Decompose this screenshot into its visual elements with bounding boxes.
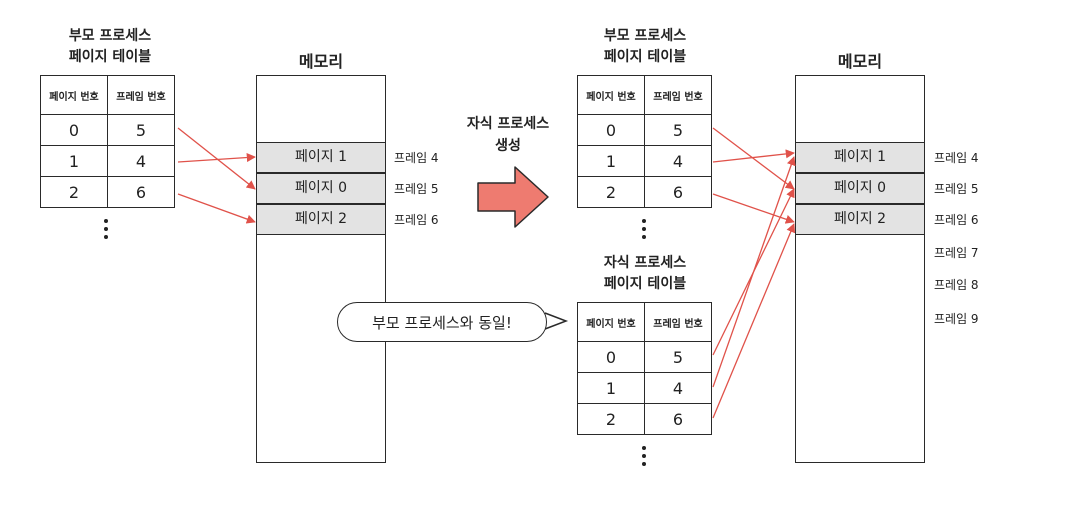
frame-number: 4 <box>107 145 175 177</box>
page-number: 0 <box>577 114 645 146</box>
mapping-arrow <box>712 156 796 388</box>
table-row: 1 4 <box>577 145 712 177</box>
frame-label: 프레임 5 <box>934 182 979 196</box>
frame-label: 프레임 4 <box>934 151 979 165</box>
frame-label: 프레임 9 <box>934 312 979 326</box>
memory-slot: 페이지 1 <box>257 142 385 173</box>
mapping-arrow <box>712 149 795 163</box>
ellipsis-icon <box>642 219 648 243</box>
table-row: 1 4 <box>577 372 712 404</box>
frame-label: 프레임 6 <box>934 213 979 227</box>
frame-number: 6 <box>644 403 712 435</box>
memory-slot: 페이지 2 <box>257 204 385 235</box>
frame-label: 프레임 7 <box>934 246 979 260</box>
frame-label: 프레임 6 <box>394 213 439 227</box>
bubble-tail-icon <box>544 312 569 330</box>
table-row: 1 4 <box>40 145 175 177</box>
child-table-title: 자식 프로세스 페이지 테이블 <box>603 255 687 292</box>
frame-label: 프레임 5 <box>394 182 439 196</box>
page-number: 2 <box>40 176 108 208</box>
frame-label: 프레임 8 <box>934 278 979 292</box>
parent-table-title-copy: 부모 프로세스 페이지 테이블 <box>603 28 687 65</box>
parent-page-table: 페이지 번호 프레임 번호 0 5 1 4 2 6 <box>40 75 175 208</box>
page-number: 1 <box>577 372 645 404</box>
ellipsis-icon <box>642 446 648 470</box>
frame-number: 6 <box>107 176 175 208</box>
frame-number: 4 <box>644 145 712 177</box>
frame-label: 프레임 4 <box>394 151 439 165</box>
mapping-arrow <box>177 193 256 224</box>
memory-title-right: 메모리 <box>837 52 883 71</box>
parent-page-table-copy: 페이지 번호 프레임 번호 0 5 1 4 2 6 <box>577 75 712 208</box>
col-frame-header: 프레임 번호 <box>644 75 712 115</box>
page-number: 2 <box>577 403 645 435</box>
parent-table-title: 부모 프로세스 페이지 테이블 <box>68 28 152 65</box>
mapping-arrow <box>177 127 256 190</box>
page-number: 0 <box>40 114 108 146</box>
fork-label: 자식 프로세스 생성 <box>466 116 550 154</box>
table-row: 2 6 <box>577 403 712 435</box>
memory-slot: 페이지 1 <box>796 142 924 173</box>
frame-number: 4 <box>644 372 712 404</box>
table-row: 2 6 <box>577 176 712 208</box>
memory-right: 페이지 1 페이지 0 페이지 2 <box>795 75 925 463</box>
mapping-arrow <box>712 193 795 224</box>
fork-arrow-icon <box>477 166 549 228</box>
frame-number: 6 <box>644 176 712 208</box>
memory-slot: 페이지 2 <box>796 204 924 235</box>
memory-slot: 페이지 0 <box>796 173 924 204</box>
mapping-arrow <box>712 127 795 190</box>
speech-bubble: 부모 프로세스와 동일! <box>337 302 547 342</box>
mapping-arrow <box>712 223 796 419</box>
col-frame-header: 프레임 번호 <box>107 75 175 115</box>
memory-title-left: 메모리 <box>298 52 344 71</box>
table-row: 2 6 <box>40 176 175 208</box>
child-page-table: 페이지 번호 프레임 번호 0 5 1 4 2 6 <box>577 302 712 435</box>
memory-left: 페이지 1 페이지 0 페이지 2 <box>256 75 386 463</box>
ellipsis-icon <box>104 219 110 243</box>
page-number: 2 <box>577 176 645 208</box>
memory-slot: 페이지 0 <box>257 173 385 204</box>
mapping-arrow <box>177 152 256 163</box>
